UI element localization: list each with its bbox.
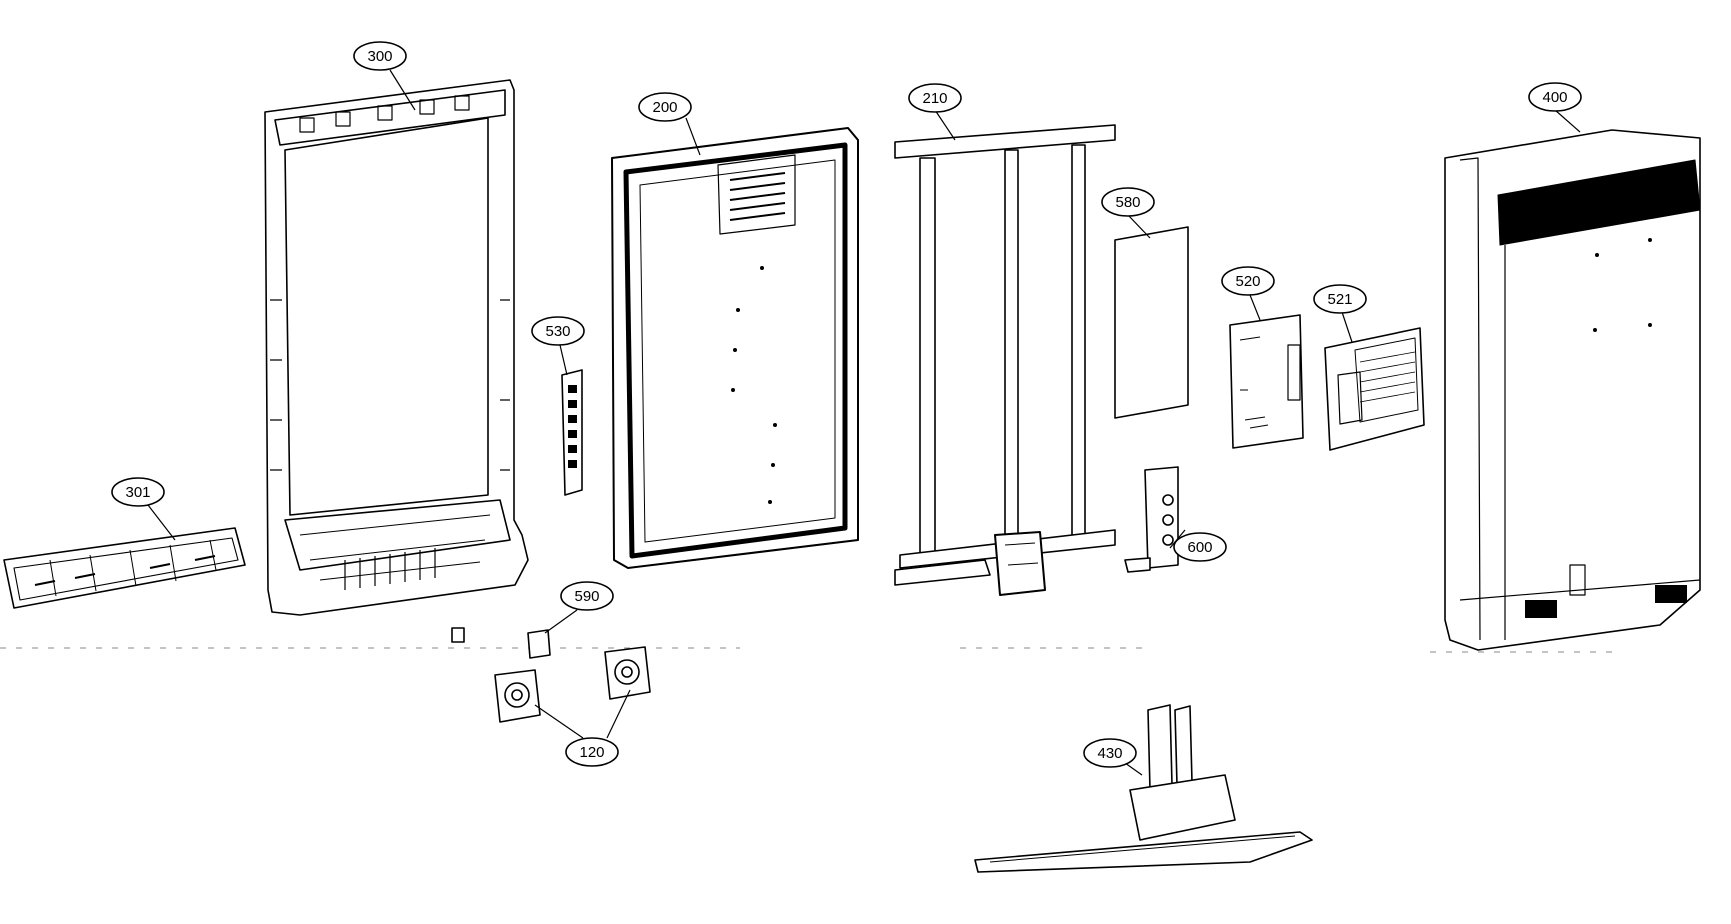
callout-210: 210 [908, 83, 962, 113]
part-530-key-board [561, 369, 583, 496]
part-430-stand [974, 704, 1313, 873]
leader-lines [147, 69, 1581, 776]
part-580-shield-sheet [1114, 226, 1189, 419]
callout-200-label: 200 [652, 99, 677, 116]
callout-600: 600 [1173, 532, 1227, 562]
callout-520: 520 [1221, 266, 1275, 296]
callout-521-label: 521 [1327, 291, 1352, 308]
callout-590: 590 [560, 581, 614, 611]
callout-200: 200 [638, 92, 692, 122]
callout-430-label: 430 [1097, 745, 1122, 762]
callout-600-label: 600 [1187, 539, 1212, 556]
callout-430: 430 [1083, 738, 1137, 768]
callout-580: 580 [1101, 187, 1155, 217]
part-521-interface-board [1324, 327, 1425, 451]
callout-300-label: 300 [367, 48, 392, 65]
ground-line [0, 647, 1620, 653]
part-300-front-bezel [264, 79, 529, 616]
part-301-bottom-trim [3, 527, 246, 609]
callout-300: 300 [353, 41, 407, 71]
part-400-back-cover [1444, 129, 1701, 651]
part-clip [451, 627, 465, 643]
callout-301-label: 301 [125, 484, 150, 501]
callout-400: 400 [1528, 82, 1582, 112]
callout-301: 301 [111, 477, 165, 507]
part-210-chassis-frame [894, 124, 1116, 596]
callout-590-label: 590 [574, 588, 599, 605]
callout-120: 120 [565, 737, 619, 767]
part-120-speakers [494, 646, 651, 723]
part-600-side-bracket [1124, 466, 1179, 573]
part-200-lcd-panel [611, 127, 859, 569]
callout-530: 530 [531, 316, 585, 346]
callout-120-label: 120 [579, 744, 604, 761]
callout-210-label: 210 [922, 90, 947, 107]
part-590-bracket [527, 629, 551, 659]
callout-521: 521 [1313, 284, 1367, 314]
callout-400-label: 400 [1542, 89, 1567, 106]
callout-580-label: 580 [1115, 194, 1140, 211]
callout-520-label: 520 [1235, 273, 1260, 290]
callout-530-label: 530 [545, 323, 570, 340]
part-520-main-board [1229, 314, 1304, 449]
